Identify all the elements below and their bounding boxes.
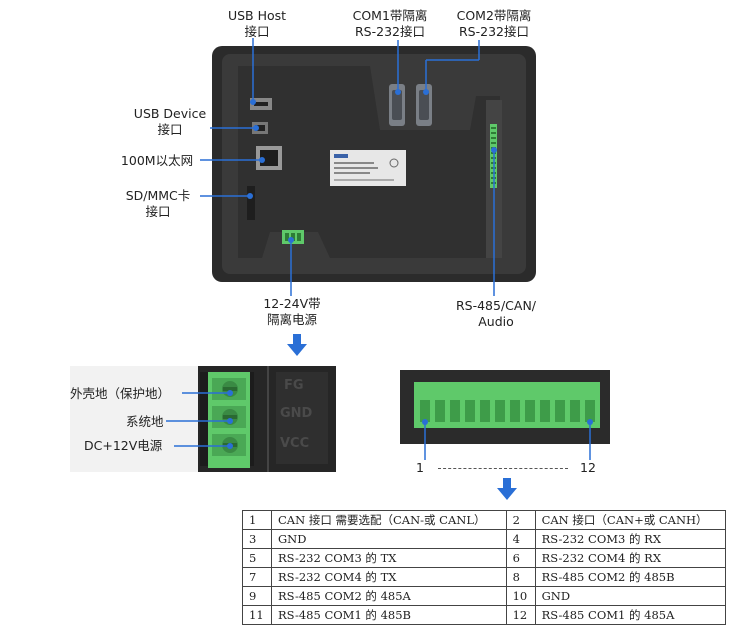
pin-number-cell: 8 [505, 567, 536, 587]
callout-sd-mmc-line2: 接口 [145, 204, 171, 219]
device-rear-view: USB Host 接口 COM1带隔离 RS-232接口 COM2带隔离 RS-… [112, 8, 544, 330]
com2-db9-connector [416, 84, 432, 126]
pin-number-cell: 10 [505, 586, 536, 606]
terminal-block-photo [400, 370, 610, 444]
pin-description-cell: RS-485 COM1 的 485B [271, 605, 507, 625]
pin-description-cell: RS-485 COM1 的 485A [534, 605, 727, 625]
power-pin-fg-label: 外壳地（保护地） [70, 386, 171, 401]
pin-number-cell: 12 [505, 605, 536, 625]
callout-usb-device-line2: 接口 [157, 122, 183, 137]
pin-description-cell: RS-232 COM4 的 RX [534, 548, 727, 568]
pin-description-cell: GND [271, 529, 507, 549]
callout-ethernet-text: 100M以太网 [120, 153, 194, 168]
terminal-block-closeup: 1 12 [400, 370, 610, 476]
pin-description-cell: CAN 接口 需要选配（CAN-或 CANL） [271, 510, 507, 530]
pin-number-cell: 7 [242, 567, 272, 587]
callout-rs485-line2: Audio [478, 314, 514, 329]
callout-rs485: RS-485/CAN/ Audio [450, 298, 542, 330]
callout-com2-line1: COM2带隔离 [456, 8, 532, 23]
callout-sd-mmc: SD/MMC卡 接口 [116, 188, 200, 220]
pin-number-cell: 4 [505, 529, 536, 549]
callout-com1-line1: COM1带隔离 [352, 8, 428, 23]
callout-usb-device-line1: USB Device [133, 106, 207, 121]
pin-description-cell: GND [534, 586, 727, 606]
pin-description-cell: RS-485 COM2 的 485A [271, 586, 507, 606]
terminal-end-label: 12 [580, 460, 596, 475]
pin-description-cell: RS-232 COM4 的 TX [271, 567, 507, 587]
terminal-start-label: 1 [416, 460, 424, 475]
callout-usb-host-line1: USB Host [227, 8, 287, 23]
com1-db9-connector [389, 84, 405, 126]
embossed-vcc: VCC [280, 436, 310, 451]
callout-usb-host-line2: 接口 [244, 24, 270, 39]
embossed-fg: FG [284, 378, 304, 393]
callout-rs485-line1: RS-485/CAN/ [455, 298, 537, 313]
callout-com1: COM1带隔离 RS-232接口 [340, 8, 440, 40]
power-connector-photo [70, 366, 336, 472]
callout-usb-host: USB Host 接口 [218, 8, 296, 40]
callout-ethernet: 100M以太网 [112, 153, 202, 169]
power-pin-gnd-label: 系统地 [126, 414, 164, 429]
callout-com2-line2: RS-232接口 [459, 24, 529, 39]
pin-number-cell: 2 [505, 510, 536, 530]
callout-com2: COM2带隔离 RS-232接口 [444, 8, 544, 40]
pin-number-cell: 6 [505, 548, 536, 568]
pin-description-cell: RS-232 COM3 的 RX [534, 529, 727, 549]
power-pin-vcc-label: DC+12V电源 [84, 438, 163, 453]
pin-number-cell: 9 [242, 586, 272, 606]
callout-com1-line2: RS-232接口 [355, 24, 425, 39]
arrow-down-icon [497, 478, 517, 500]
power-connector-closeup: 外壳地（保护地） 系统地 DC+12V电源 FG GND VCC [70, 366, 336, 472]
power-input-connector [282, 230, 304, 244]
pin-description-cell: RS-485 COM2 的 485B [534, 567, 727, 587]
callout-usb-device: USB Device 接口 [122, 106, 218, 138]
arrow-down-icon [287, 334, 307, 356]
pin-description-cell: CAN 接口（CAN+或 CANH） [534, 510, 727, 530]
terminal-dashed-line [438, 468, 568, 469]
model-sticker [330, 150, 406, 186]
pin-number-cell: 5 [242, 548, 272, 568]
callout-power-line1: 12-24V带 [263, 296, 321, 311]
callout-power: 12-24V带 隔离电源 [254, 296, 330, 328]
pin-description-cell: RS-232 COM3 的 TX [271, 548, 507, 568]
pin-number-cell: 1 [242, 510, 272, 530]
pin-number-cell: 3 [242, 529, 272, 549]
pin-number-cell: 11 [242, 605, 272, 625]
sd-slot [247, 186, 255, 220]
callout-power-line2: 隔离电源 [266, 312, 317, 327]
terminal-callout-tails [424, 444, 591, 460]
callout-sd-mmc-line1: SD/MMC卡 [125, 188, 191, 203]
embossed-gnd: GND [280, 406, 313, 421]
device-illustration [200, 38, 536, 296]
